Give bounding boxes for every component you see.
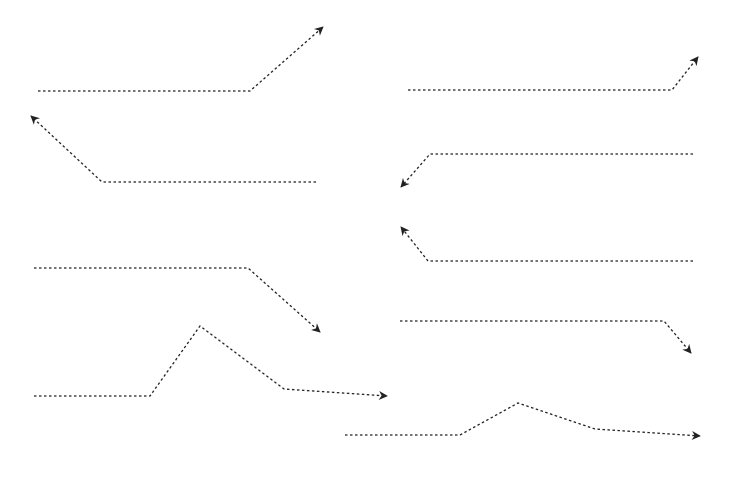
arrow-7 bbox=[400, 226, 693, 262]
arrow-1 bbox=[38, 26, 324, 92]
arrow-3 bbox=[34, 267, 321, 333]
arrow-4 bbox=[34, 325, 388, 400]
arrow-5 bbox=[408, 56, 699, 91]
arrow-9 bbox=[345, 402, 701, 440]
arrow-6 bbox=[400, 153, 693, 188]
arrow-2 bbox=[30, 115, 316, 183]
arrow-8 bbox=[400, 320, 692, 354]
